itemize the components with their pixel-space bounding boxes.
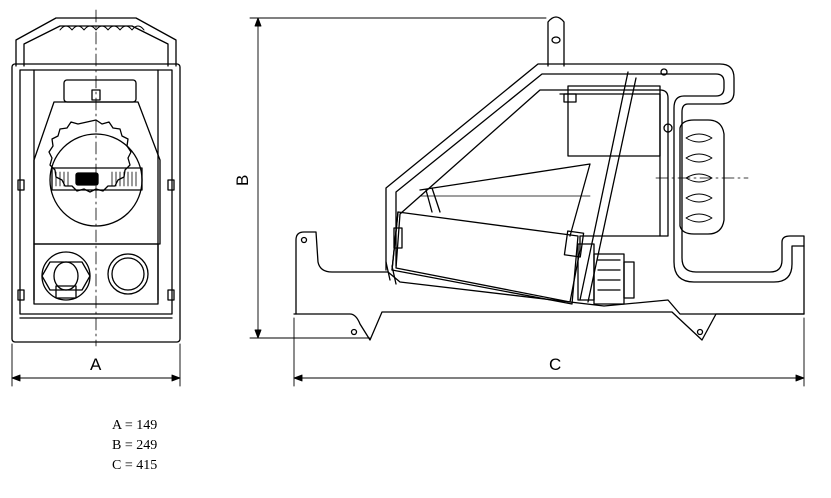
side-base-rail (295, 231, 805, 315)
front-handle-scallops (59, 25, 145, 31)
cable-gland (41, 251, 91, 301)
dimension-label-a: A (90, 355, 102, 374)
legend-item-b: B = 249 (112, 438, 158, 453)
side-plug-body (391, 211, 579, 305)
dimension-legend: A = 149 B = 249 C = 415 (112, 416, 157, 476)
dimension-a (11, 343, 181, 387)
legend-item-c: C = 415 (112, 458, 158, 473)
side-frame-outer (385, 63, 805, 315)
dimension-label-b: B (233, 175, 252, 186)
dimension-label-c: C (549, 355, 561, 374)
side-view (293, 16, 805, 341)
side-lid-strap (579, 71, 637, 303)
dimension-c (293, 317, 805, 387)
side-knob (663, 119, 725, 235)
side-mounting-tab (547, 16, 565, 67)
front-socket-body (33, 101, 161, 245)
blanking-plug (107, 253, 149, 295)
side-socket-block (567, 85, 661, 157)
dimension-b (249, 17, 547, 339)
front-label-plate (51, 167, 143, 191)
side-coupling (577, 243, 635, 305)
front-lid-gear (48, 119, 132, 193)
technical-drawing: A B C (11, 9, 805, 387)
side-base-bottom (293, 311, 805, 341)
legend-item-a: A = 149 (112, 418, 158, 433)
side-frame-inner (395, 73, 805, 283)
